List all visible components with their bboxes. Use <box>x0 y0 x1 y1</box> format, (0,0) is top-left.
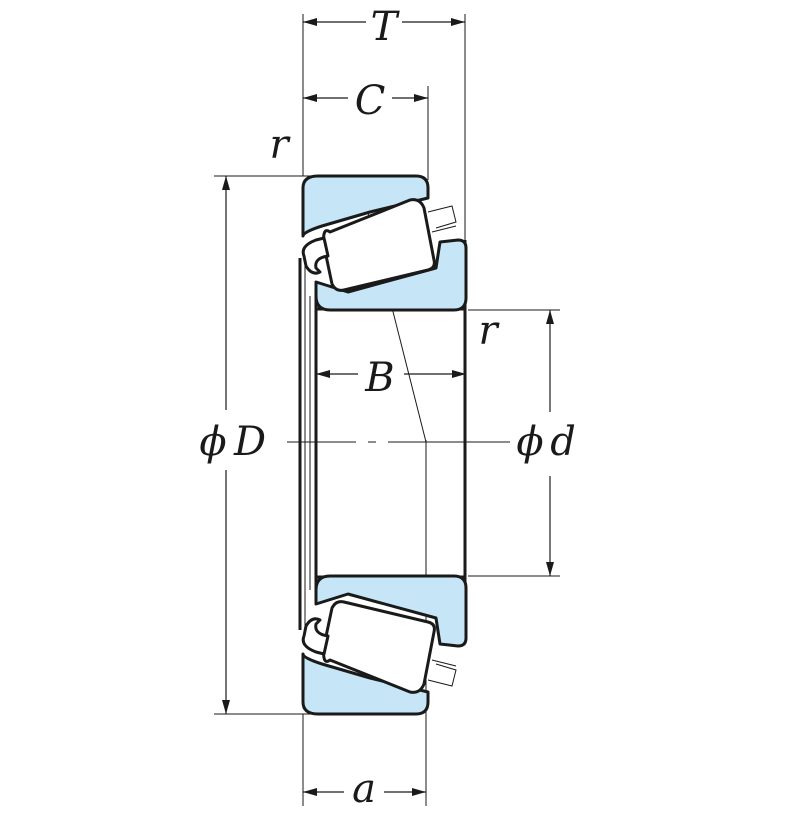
lower-cone <box>314 574 468 648</box>
upper-cage <box>301 236 330 275</box>
label-r-mid: r <box>478 308 500 354</box>
label-B: B <box>364 355 394 401</box>
dimension-labels: T C r r B ϕ D ϕ d a <box>199 4 575 812</box>
upper-cone-ring <box>314 238 468 312</box>
label-phi-d-symbol: ϕ <box>516 419 543 465</box>
upper-cup-ring <box>301 174 430 238</box>
lower-cup <box>301 652 430 716</box>
label-C: C <box>355 78 386 124</box>
upper-roller <box>301 198 457 292</box>
lower-roller <box>301 600 457 694</box>
label-phi-D-symbol: ϕ <box>199 419 226 465</box>
upper-cup <box>301 174 430 238</box>
lower-cone-ring <box>314 574 468 648</box>
lower-cup-ring <box>301 652 430 716</box>
label-T: T <box>371 4 401 50</box>
label-phi-d: d <box>550 419 576 465</box>
upper-cone <box>314 238 468 312</box>
lower-cage <box>301 617 330 656</box>
label-phi-D: D <box>233 419 266 465</box>
dimension-lines <box>222 18 554 796</box>
label-r-top: r <box>269 122 291 168</box>
label-a: a <box>352 766 376 812</box>
